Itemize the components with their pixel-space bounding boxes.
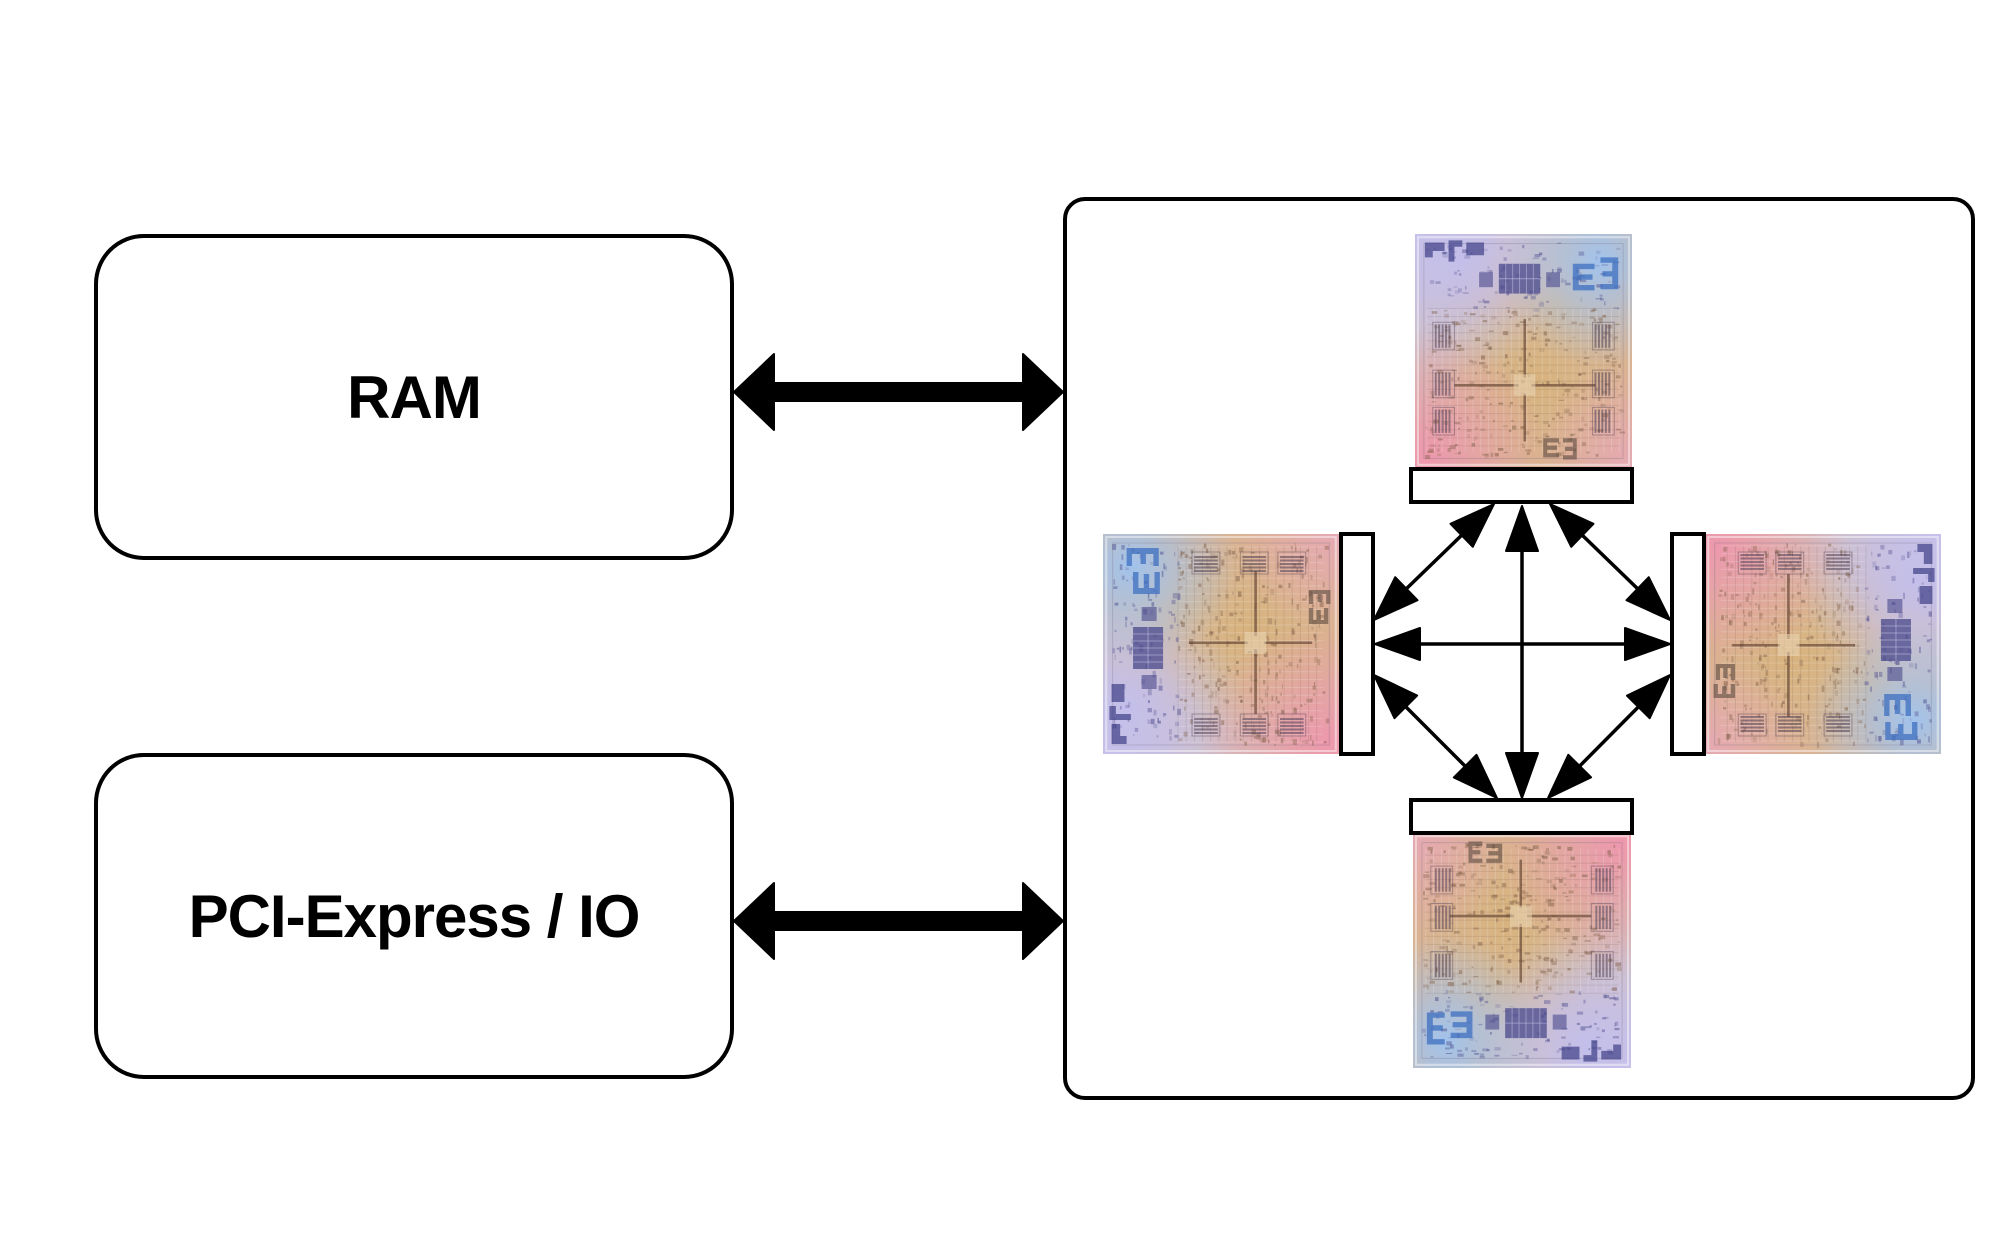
arrowhead xyxy=(1549,503,1595,548)
arrow-ram-to-soc xyxy=(733,353,1064,431)
arrowhead xyxy=(1449,503,1495,548)
arrowhead xyxy=(1505,505,1539,552)
arrow-shaft xyxy=(1401,702,1470,771)
pci-express-io-node: PCI-Express / IO xyxy=(94,753,734,1079)
connector-bottom xyxy=(1409,798,1634,835)
die-bottom xyxy=(1413,833,1631,1068)
die-left xyxy=(1102,534,1340,754)
arrow-die-bottom-to-die-left xyxy=(1373,674,1498,799)
arrows-layer xyxy=(733,353,1671,960)
arrowhead xyxy=(1452,753,1498,799)
arrowhead xyxy=(1022,353,1064,431)
arrow-shaft xyxy=(1577,530,1643,594)
arrowhead xyxy=(733,882,775,960)
dies-layer xyxy=(1102,234,1942,1068)
connectors-layer xyxy=(1339,467,1706,835)
arrowhead xyxy=(1373,674,1419,720)
arrowhead xyxy=(1373,576,1419,621)
arrowhead xyxy=(1625,674,1671,720)
arrow-die-bottom-to-die-right xyxy=(1547,674,1671,799)
arrowhead xyxy=(1547,753,1593,799)
ram-node: RAM xyxy=(94,234,734,560)
die-right xyxy=(1704,534,1942,754)
arrowhead xyxy=(1625,576,1671,621)
arrowhead xyxy=(1624,627,1671,661)
arrowhead xyxy=(1374,627,1421,661)
arrowhead xyxy=(1022,882,1064,960)
arrow-die-top-to-die-right xyxy=(1549,503,1671,621)
arrow-die-top-to-die-bottom xyxy=(1505,505,1539,799)
pci-express-io-label: PCI-Express / IO xyxy=(188,882,641,950)
arrow-shaft xyxy=(1401,530,1467,594)
arrow-die-left-to-die-right xyxy=(1374,627,1671,661)
connector-right xyxy=(1670,532,1706,756)
arrow-shaft xyxy=(1575,702,1643,771)
die-top xyxy=(1415,234,1632,468)
arrow-pci-to-soc xyxy=(733,882,1064,960)
connector-left xyxy=(1339,532,1375,756)
connector-top xyxy=(1409,467,1634,504)
arrow-die-top-to-die-left xyxy=(1373,503,1495,621)
arrowhead xyxy=(733,353,775,431)
ram-label: RAM xyxy=(347,363,482,431)
arrowhead xyxy=(1505,752,1539,799)
